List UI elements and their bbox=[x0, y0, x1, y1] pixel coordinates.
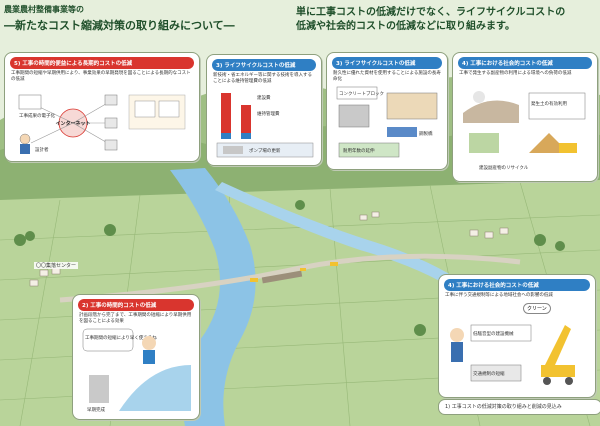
construction-cost-label: 建設費 bbox=[257, 94, 271, 101]
callout-body: 工事期間の短縮や早期供用により、事業効果の早期発現を図ることによる長期的なコスト… bbox=[11, 71, 191, 82]
low-noise-label: 低騒音型の建設機械 bbox=[473, 330, 514, 337]
digital-record-label: 工事成果の電子化 bbox=[19, 112, 55, 119]
designer-label: 設計者 bbox=[35, 146, 49, 153]
lead-line-2: 低減や社会的コストの低減などに取り組みます。 bbox=[296, 21, 515, 32]
internet-label: インターネット bbox=[55, 120, 90, 127]
lead-statement: 単に工事コストの低減だけでなく、ライフサイクルコストの 低減や社会的コストの低減… bbox=[296, 6, 596, 34]
callout-heading: 2) 工事の時間的コストの低減 bbox=[78, 299, 194, 311]
clean-speech-bubble: クリーン bbox=[523, 303, 551, 314]
steel-bridge-label: 鋼製橋 bbox=[419, 130, 433, 137]
callout-time-cost: 2) 工事の時間的コストの低減 計画段階から完了まで、工事期間の短縮により早期供… bbox=[72, 294, 200, 420]
cost-bar-sketch: 建設費 維持管理費 ポンプ場の更新 bbox=[216, 93, 314, 158]
recycling-sketch: 発生土の有効利用 建設副産物のリサイクル bbox=[463, 91, 586, 171]
pump-update-label: ポンプ場の更新 bbox=[249, 147, 281, 154]
village-houses bbox=[29, 211, 509, 287]
network-sketch: インターネット 工事成果の電子化 設計者 bbox=[18, 94, 186, 154]
callout-body: 工事に伴う交通規制等による地域社会への影響の低減 bbox=[445, 293, 553, 298]
early-use-bubble: 工事期間の短縮により早く使えるね bbox=[85, 334, 157, 341]
soil-reuse-label: 発生土の有効利用 bbox=[531, 100, 567, 107]
callout-lifecycle-energy: 3) ライフサイクルコストの低減 新技術・省エネルギー等に関する技術を導入するこ… bbox=[206, 54, 322, 166]
callout-heading: 4) 工事における社会的コストの低減 bbox=[444, 279, 590, 291]
callout-time-benefit: 5) 工事の時間的便益による長期的コストの低減 工事期間の短縮や早期供用により、… bbox=[4, 52, 200, 162]
callout-heading: 3) ライフサイクルコストの低減 bbox=[212, 59, 316, 71]
page-title: ―新たなコスト縮減対策の取り組みについて― bbox=[4, 19, 235, 32]
concrete-block-label: コンクリートブロック bbox=[339, 90, 384, 97]
early-completion-label: 早期完成 bbox=[87, 406, 105, 413]
callout-body: 計画段階から完了まで、工事期間の短縮により早期供用を図ることによる効果 bbox=[79, 313, 192, 324]
callout-heading: 5) 工事の時間的便益による長期的コストの低減 bbox=[10, 57, 194, 69]
low-noise-sketch: 低騒音型の建設機械 交通規制の短縮 bbox=[450, 324, 575, 385]
callout-social-cost: 4) 工事における社会的コストの低減 工事に伴う交通規制等による地域社会への影響… bbox=[438, 274, 596, 398]
early-completion-sketch: 工事期間の短縮により早く使えるね 早期完成 bbox=[82, 328, 191, 413]
canal bbox=[215, 182, 478, 300]
extended-lifetime-label: 耐用年数の延伸 bbox=[343, 147, 375, 154]
traffic-label: 交通規制の短縮 bbox=[473, 370, 505, 377]
title-block: 農業農村整備事業等の ―新たなコスト縮減対策の取り組みについて― bbox=[4, 4, 296, 33]
bridge bbox=[261, 270, 303, 284]
road bbox=[59, 253, 521, 303]
callout-body: 耐久性に優れた資材を使用することによる施設の長寿命化 bbox=[333, 71, 441, 82]
title-subheading: 農業農村整備事業等の bbox=[4, 5, 84, 14]
village-center-label: 〇〇集落センター bbox=[34, 262, 79, 269]
callout-heading: 4) 工事における社会的コストの低減 bbox=[458, 57, 592, 69]
callout-lifecycle-durable: 3) ライフサイクルコストの低減 耐久性に優れた資材を使用することによる施設の長… bbox=[326, 52, 448, 170]
durable-material-sketch: コンクリートブロック 鋼製橋 耐用年数の延伸 bbox=[336, 86, 438, 158]
maintenance-cost-label: 維持管理費 bbox=[257, 110, 280, 117]
lead-line-1: 単に工事コストの低減だけでなく、ライフサイクルコストの bbox=[296, 7, 566, 18]
recycle-label: 建設副産物のリサイクル bbox=[479, 164, 529, 171]
callout-byproduct-reuse: 4) 工事における社会的コストの低減 工事で発生する副産物の利用による環境への負… bbox=[452, 52, 598, 182]
callout-body: 新技術・省エネルギー等に関する技術を導入することによる維持管理費の低減 bbox=[213, 73, 312, 84]
construction-machines bbox=[250, 262, 338, 282]
footer-note: 1) 工事コストの低減対策の取り組みと削減の見込み bbox=[438, 399, 600, 415]
callout-body: 工事で発生する副産物の利用による環境への負荷の低減 bbox=[459, 71, 572, 76]
callout-heading: 3) ライフサイクルコストの低減 bbox=[332, 57, 442, 69]
